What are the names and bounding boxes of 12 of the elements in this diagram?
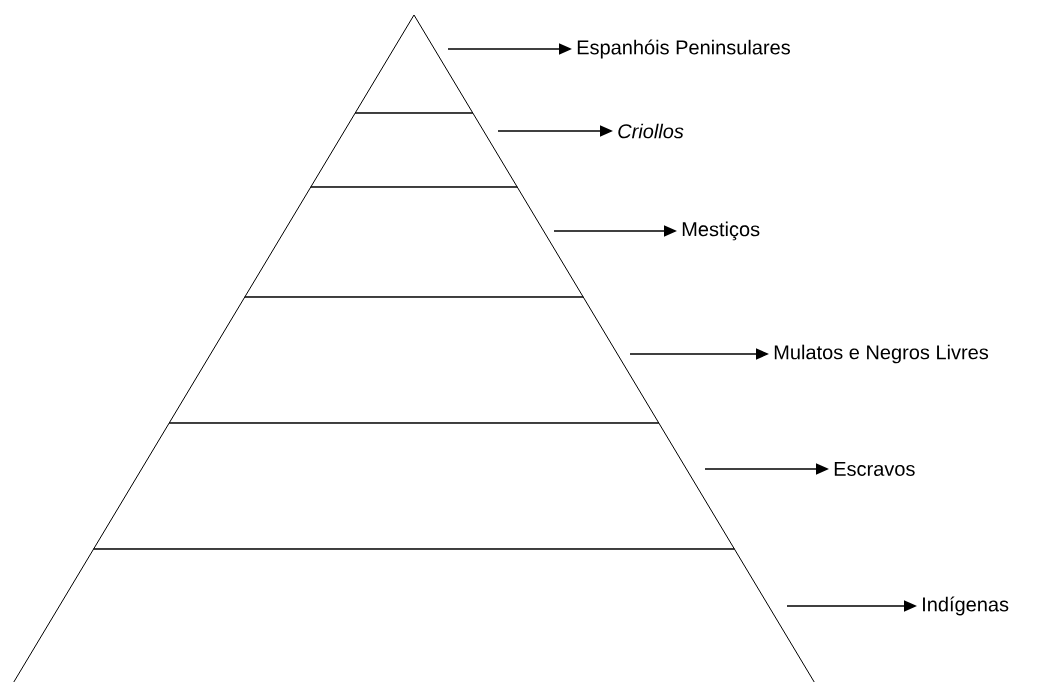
pyramid-layer <box>244 186 584 298</box>
layer-label: Mulatos e Negros Livres <box>774 344 989 364</box>
pyramid-layer <box>168 296 660 424</box>
pyramid-layer <box>310 112 518 188</box>
pyramid-layer <box>354 14 474 114</box>
layer-label: Mestiços <box>682 221 760 241</box>
layer-label: Escravos <box>834 462 915 476</box>
layer-label: Criollos <box>618 123 684 139</box>
pyramid-layer <box>93 422 735 550</box>
layer-label: Espanhóis Peninsulares <box>577 39 790 59</box>
pyramid-layer <box>10 548 818 682</box>
layer-label: Indígenas <box>923 596 1009 616</box>
